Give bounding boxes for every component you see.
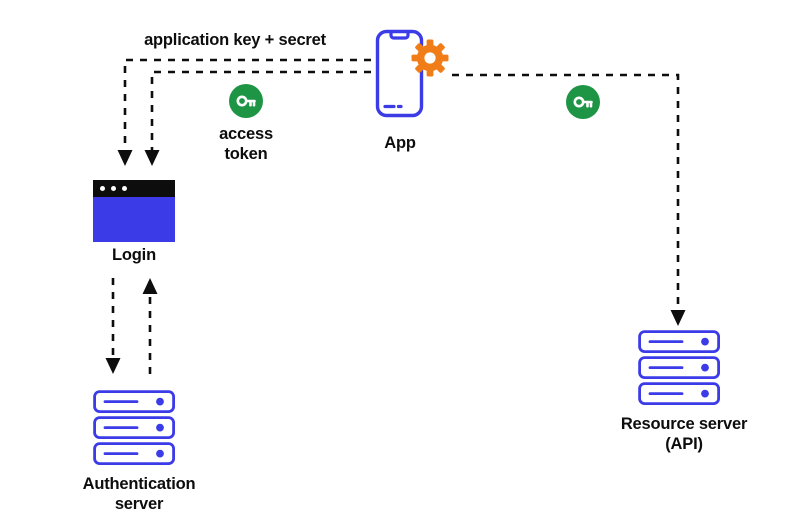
node-resource-server	[638, 330, 730, 410]
arrowhead-login-to-auth	[105, 358, 121, 374]
gear-icon	[411, 39, 449, 77]
key-icon	[566, 85, 600, 119]
browser-dot-2	[111, 186, 116, 191]
mobile-phone-icon	[375, 29, 424, 118]
label-login: Login	[112, 246, 156, 264]
arrowhead-app-to-login-inner	[144, 150, 160, 166]
connector-app-to-resource	[452, 73, 680, 310]
connector-app-to-login-inner	[150, 70, 371, 150]
arrowhead-app-to-resource	[670, 310, 686, 326]
badge-resource-token	[566, 85, 600, 119]
label-authentication-server: Authentication server	[82, 475, 196, 514]
arrowhead-auth-to-login	[142, 278, 158, 294]
label-access-token: access token	[219, 125, 273, 164]
browser-title-bar	[93, 180, 175, 197]
label-resource-server: Resource server (API)	[620, 415, 748, 454]
badge-access-token	[229, 84, 263, 118]
key-icon	[229, 84, 263, 118]
label-application-key-secret: application key + secret	[144, 31, 326, 49]
node-app	[370, 26, 460, 121]
server-rack-icon	[93, 390, 176, 465]
server-rack-icon	[638, 330, 721, 405]
browser-viewport	[93, 197, 175, 242]
label-app: App	[384, 134, 416, 152]
browser-dot-1	[100, 186, 105, 191]
node-login-browser	[93, 180, 175, 242]
browser-dot-3	[122, 186, 127, 191]
node-authentication-server	[93, 390, 185, 470]
arrowhead-app-to-login-outer	[117, 150, 133, 166]
